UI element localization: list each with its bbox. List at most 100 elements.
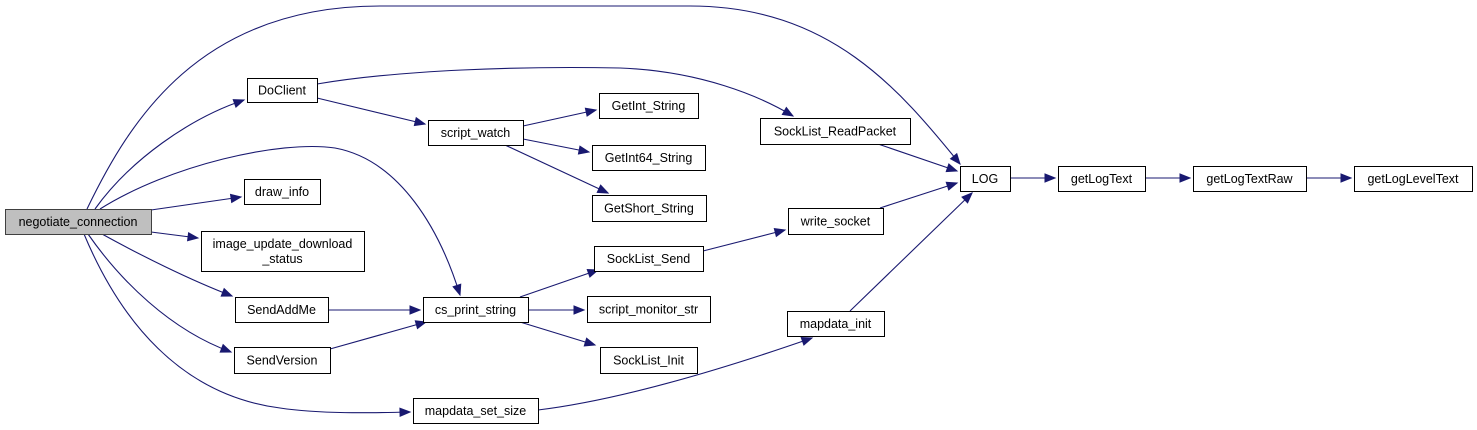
node-box	[960, 166, 1011, 192]
node-label: script_watch	[441, 126, 511, 140]
node-box	[5, 209, 152, 235]
node-script_watch[interactable]: script_watch	[428, 120, 524, 146]
arrowhead-script_watch-to-GetInt_String	[584, 107, 598, 117]
edge-negotiate_connection-to-draw_info	[150, 196, 242, 211]
edges-layer	[83, 5, 1353, 417]
node-box	[592, 145, 706, 171]
node-box	[600, 347, 698, 374]
edge-SendVersion-to-cs_print_string	[329, 321, 427, 350]
node-label: DoClient	[258, 84, 306, 98]
node-label: write_socket	[800, 215, 871, 229]
arrowhead-write_socket-to-LOG	[945, 181, 959, 191]
node-cs_print_string[interactable]: cs_print_string	[423, 297, 529, 323]
arrowhead-negotiate_connection-to-SendVersion	[219, 343, 233, 353]
node-getLogTextRaw[interactable]: getLogTextRaw	[1193, 166, 1307, 192]
node-SockList_Init[interactable]: SockList_Init	[600, 347, 698, 374]
arrowhead-getLogTextRaw-to-getLogLevelText	[1340, 173, 1353, 183]
node-getLogLevelText[interactable]: getLogLevelText	[1354, 166, 1473, 192]
node-box	[760, 118, 911, 145]
edge-negotiate_connection-to-DoClient	[94, 99, 245, 210]
node-label: LOG	[972, 172, 998, 186]
node-write_socket[interactable]: write_socket	[788, 208, 884, 235]
arrowhead-negotiate_connection-to-draw_info	[229, 193, 243, 204]
node-label: getLogText	[1071, 172, 1133, 186]
arrowhead-DoClient-to-script_watch	[413, 116, 427, 127]
arrowhead-getLogText-to-getLogTextRaw	[1179, 173, 1192, 183]
node-SockList_Send[interactable]: SockList_Send	[594, 246, 704, 272]
edge-script_watch-to-GetInt_String	[522, 109, 597, 127]
arrowhead-DoClient-to-SockList_ReadPacket	[781, 106, 795, 117]
node-box	[599, 93, 699, 119]
node-box	[235, 297, 329, 323]
node-label: image_update_download	[213, 237, 353, 251]
arrowhead-cs_print_string-to-SockList_Init	[583, 337, 597, 347]
node-label: GetInt_String	[612, 99, 686, 113]
node-GetShort_String[interactable]: GetShort_String	[592, 195, 707, 222]
node-label: SockList_Send	[607, 252, 690, 266]
arrowhead-SockList_ReadPacket-to-LOG	[945, 163, 959, 173]
arrowhead-negotiate_connection-to-SendAddMe	[220, 287, 234, 297]
edge-script_watch-to-GetShort_String	[504, 144, 609, 194]
arrowhead-mapdata_init-to-LOG	[961, 192, 973, 204]
arrowhead-mapdata_set_size-to-mapdata_init	[800, 336, 814, 346]
edge-DoClient-to-script_watch	[316, 97, 426, 125]
node-box	[247, 78, 318, 103]
node-label: SockList_Init	[613, 354, 684, 368]
node-box	[423, 297, 529, 323]
node-box	[244, 179, 321, 205]
node-GetInt64_String[interactable]: GetInt64_String	[592, 145, 706, 171]
node-label: GetShort_String	[604, 202, 694, 216]
node-label: getLogLevelText	[1367, 172, 1459, 186]
node-box	[1058, 166, 1146, 192]
edge-negotiate_connection-to-mapdata_set_size	[83, 233, 411, 414]
node-label: mapdata_init	[800, 317, 872, 331]
arrowhead-script_watch-to-GetInt64_String	[577, 145, 591, 155]
edge-negotiate_connection-to-cs_print_string	[99, 145, 461, 296]
node-mapdata_init[interactable]: mapdata_init	[787, 311, 885, 337]
node-box	[428, 120, 524, 146]
node-SendVersion[interactable]: SendVersion	[234, 347, 331, 374]
arrowhead-negotiate_connection-to-LOG	[949, 152, 961, 166]
node-label: negotiate_connection	[19, 215, 138, 229]
node-box	[413, 398, 539, 424]
arrowhead-negotiate_connection-to-mapdata_set_size	[399, 407, 412, 417]
edge-script_watch-to-GetInt64_String	[522, 138, 590, 153]
edge-cs_print_string-to-SockList_Init	[519, 321, 596, 346]
arrowhead-negotiate_connection-to-image_update_download_status	[186, 231, 200, 242]
edge-SockList_Send-to-write_socket	[702, 229, 786, 252]
node-script_monitor_str[interactable]: script_monitor_str	[587, 296, 711, 323]
arrowhead-script_watch-to-GetShort_String	[596, 184, 610, 194]
node-box	[1354, 166, 1473, 192]
node-box	[788, 208, 884, 235]
arrowhead-negotiate_connection-to-DoClient	[232, 99, 246, 108]
node-box	[587, 296, 711, 323]
node-draw_info[interactable]: draw_info	[244, 179, 321, 205]
node-LOG[interactable]: LOG	[960, 166, 1011, 192]
edge-SockList_ReadPacket-to-LOG	[877, 143, 958, 172]
node-label: SendVersion	[247, 354, 318, 368]
node-SockList_ReadPacket[interactable]: SockList_ReadPacket	[760, 118, 911, 145]
node-box	[1193, 166, 1307, 192]
node-negotiate_connection[interactable]: negotiate_connection	[5, 209, 152, 235]
edge-negotiate_connection-to-LOG	[86, 5, 961, 210]
node-label: draw_info	[255, 185, 309, 199]
arrowhead-cs_print_string-to-script_monitor_str	[573, 305, 586, 315]
nodes-layer: negotiate_connection DoClient draw_infoima…	[5, 78, 1473, 424]
node-getLogText[interactable]: getLogText	[1058, 166, 1146, 192]
edge-mapdata_set_size-to-mapdata_init	[537, 337, 813, 411]
edge-negotiate_connection-to-SendAddMe	[101, 233, 233, 297]
node-image_update_download_status[interactable]: image_update_download_status	[201, 231, 365, 272]
node-GetInt_String[interactable]: GetInt_String	[599, 93, 699, 119]
node-label: _status	[261, 252, 302, 266]
node-label: SockList_ReadPacket	[774, 125, 897, 139]
node-label: SendAddMe	[247, 303, 316, 317]
edge-negotiate_connection-to-SendVersion	[87, 233, 232, 353]
node-label: GetInt64_String	[605, 151, 693, 165]
node-SendAddMe[interactable]: SendAddMe	[235, 297, 329, 323]
node-mapdata_set_size[interactable]: mapdata_set_size	[413, 398, 539, 424]
arrowhead-negotiate_connection-to-cs_print_string	[452, 283, 462, 297]
node-DoClient[interactable]: DoClient	[247, 78, 318, 103]
edge-write_socket-to-LOG	[879, 182, 958, 209]
arrowhead-SendAddMe-to-cs_print_string	[409, 305, 422, 315]
